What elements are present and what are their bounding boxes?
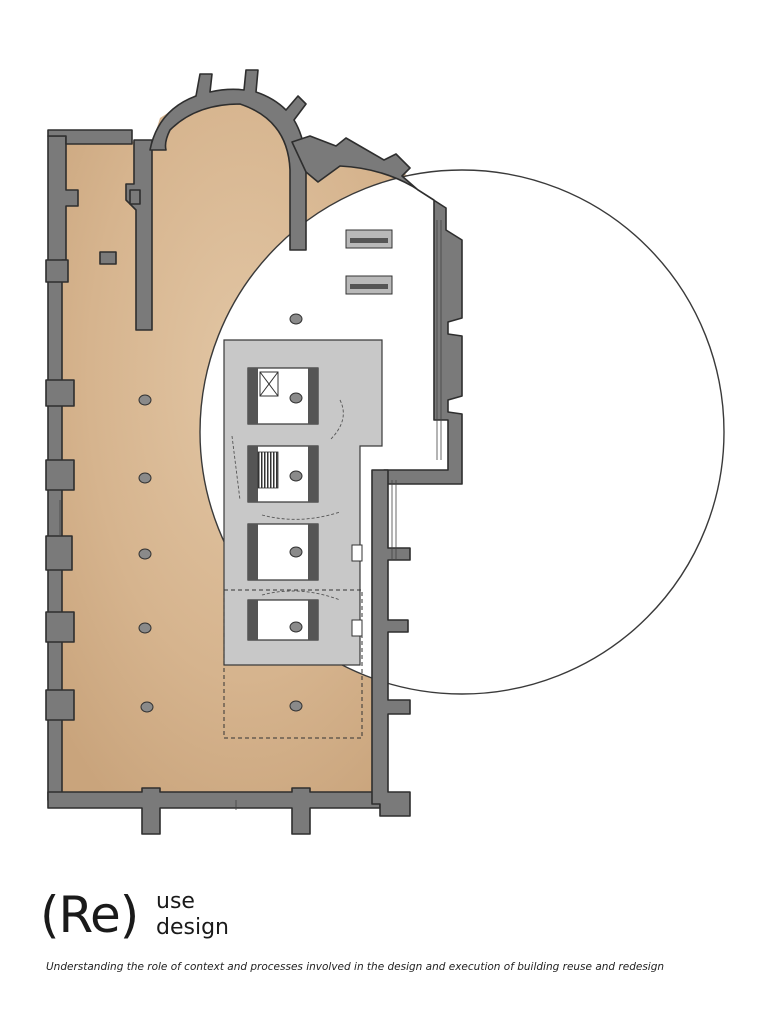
reuse-design-logo: (Re) use design <box>40 880 360 950</box>
stair-icon <box>257 451 279 489</box>
logo-re: (Re) <box>40 886 139 944</box>
floor-plan-drawing <box>45 69 725 835</box>
window-marks <box>59 220 442 810</box>
room-elevator <box>247 367 319 425</box>
church-walls <box>45 69 463 835</box>
logo-design: design <box>156 915 229 940</box>
logo-use: use <box>156 889 195 914</box>
elevator-icon <box>259 371 279 397</box>
dashed-footprint <box>223 589 363 739</box>
circulation-arrows <box>231 399 344 601</box>
tagline: Understanding the role of context and pr… <box>46 961 665 973</box>
intervention-circle-outline <box>199 169 725 695</box>
room-3 <box>247 523 319 581</box>
room-4 <box>247 599 319 641</box>
column-icons <box>138 313 303 713</box>
